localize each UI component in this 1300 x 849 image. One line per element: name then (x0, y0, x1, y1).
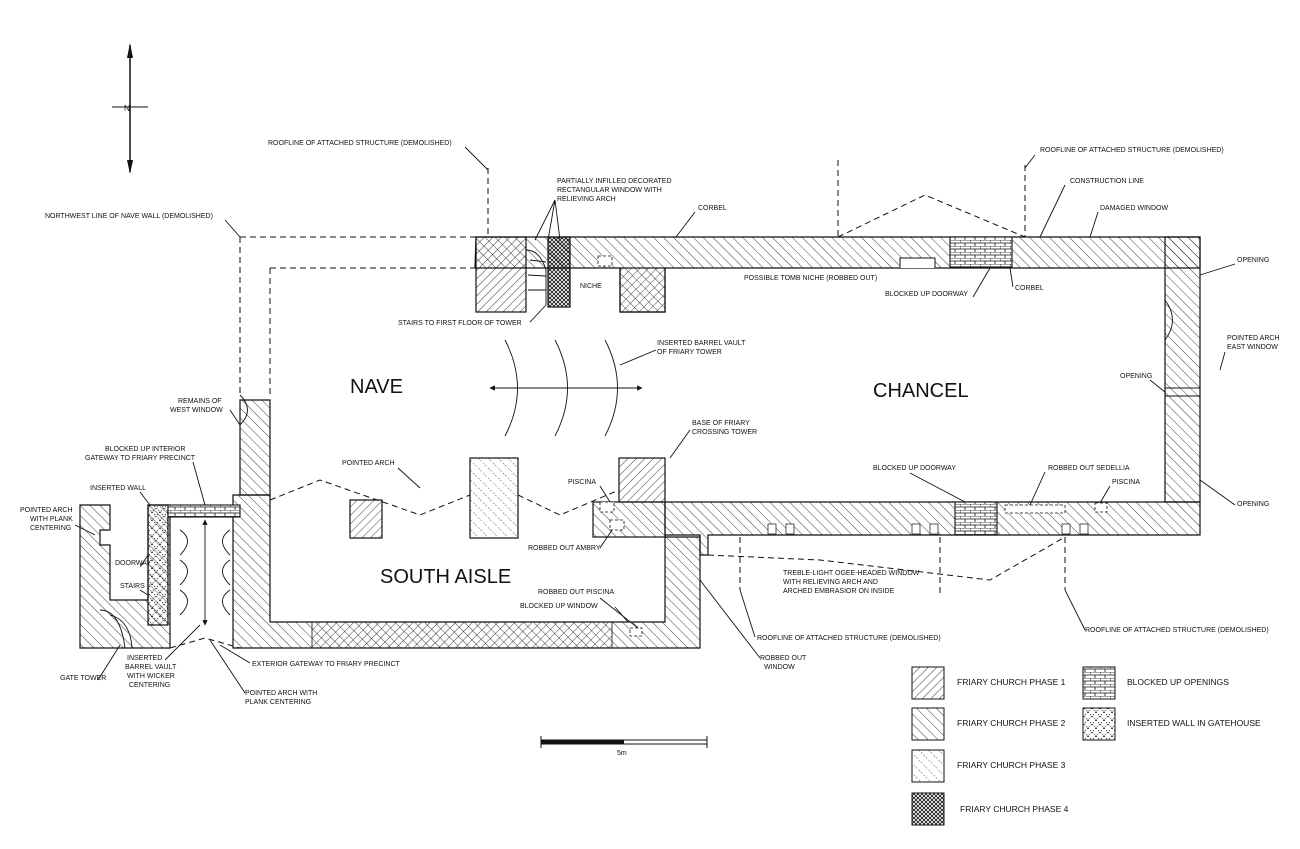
label-barrel-vault-1: INSERTED BARREL VAULT (657, 340, 746, 347)
label-roofline-nw: ROOFLINE OF ATTACHED STRUCTURE (DEMOLISH… (268, 140, 452, 147)
label-window-infilled-1: PARTIALLY INFILLED DECORATED (557, 178, 672, 185)
label-blocked-doorway-n: BLOCKED UP DOORWAY (885, 291, 968, 298)
label-pointed-arch-plank-3: CENTERING (30, 525, 71, 532)
label-nave-wall: NORTHWEST LINE OF NAVE WALL (DEMOLISHED) (45, 213, 213, 220)
label-pointed-arch: POINTED ARCH (342, 460, 395, 467)
label-west-window-1: REMAINS OF (178, 398, 222, 405)
label-piscina-w: PISCINA (568, 479, 596, 486)
label-roofline-ne: ROOFLINE OF ATTACHED STRUCTURE (DEMOLISH… (1040, 147, 1224, 154)
room-south-aisle: SOUTH AISLE (380, 566, 511, 588)
legend-phase1: FRIARY CHURCH PHASE 1 (957, 677, 1066, 687)
label-crossing-tower-1: BASE OF FRIARY (692, 420, 750, 427)
label-blocked-window: BLOCKED UP WINDOW (520, 603, 598, 610)
label-gateway-interior-2: GATEWAY TO FRIARY PRECINCT (85, 455, 196, 462)
label-damaged-window: DAMAGED WINDOW (1100, 205, 1168, 212)
label-sedellia: ROBBED OUT SEDELLIA (1048, 465, 1130, 472)
label-inserted-wall: INSERTED WALL (90, 485, 146, 492)
scale-label: 5m (617, 750, 627, 757)
legend-swatch-phase2 (911, 707, 945, 741)
leader-lines (74, 146, 1236, 694)
label-gate-vault-1: INSERTED (127, 655, 162, 662)
legend-swatch-blocked (1082, 666, 1116, 700)
label-tomb-niche: POSSIBLE TOMB NICHE (ROBBED OUT) (744, 275, 877, 282)
label-doorway: DOORWAY (115, 560, 151, 567)
label-gate-tower: GATE TOWER (60, 675, 106, 682)
room-nave: NAVE (350, 376, 403, 398)
label-opening-e: OPENING (1120, 373, 1152, 380)
label-robbed-ambry: ROBBED OUT AMBRY (528, 545, 601, 552)
label-crossing-tower-2: CROSSING TOWER (692, 429, 757, 436)
label-window-infilled-2: RECTANGULAR WINDOW WITH (557, 187, 662, 194)
label-treble-window-2: WITH RELIEVING ARCH AND (783, 579, 878, 586)
north-arrow: N (112, 43, 148, 174)
room-chancel: CHANCEL (873, 380, 969, 402)
nave-vault (489, 339, 643, 437)
label-niche: NICHE (580, 283, 602, 290)
label-east-window-1: POINTED ARCH (1227, 335, 1280, 342)
legend-swatch-phase4 (911, 792, 945, 826)
legend-swatch-inserted (1082, 707, 1116, 741)
gate-tower (79, 504, 241, 649)
label-pointed-arch-plank-1: POINTED ARCH (20, 507, 73, 514)
church-walls (232, 236, 1201, 649)
label-construction-line: CONSTRUCTION LINE (1070, 178, 1144, 185)
label-east-window-2: EAST WINDOW (1227, 344, 1278, 351)
label-barrel-vault-2: OF FRIARY TOWER (657, 349, 722, 356)
north-label: N (124, 103, 130, 113)
label-robbed-window-2: WINDOW (764, 664, 795, 671)
label-pointed-arch-plank-2: WITH PLANK (30, 516, 73, 523)
legend-phase2: FRIARY CHURCH PHASE 2 (957, 718, 1066, 728)
legend-swatch-phase1 (911, 666, 945, 700)
label-robbed-window-1: ROBBED OUT (760, 655, 807, 662)
label-exterior-gateway: EXTERIOR GATEWAY TO FRIARY PRECINCT (252, 661, 401, 668)
label-gate-vault-2: BARREL VAULT (125, 664, 177, 671)
label-robbed-piscina: ROBBED OUT PISCINA (538, 589, 614, 596)
label-opening-ne: OPENING (1237, 257, 1269, 264)
legend: FRIARY CHURCH PHASE 1 FRIARY CHURCH PHAS… (911, 666, 1261, 826)
label-gate-vault-3: WITH WICKER (127, 673, 175, 680)
label-corbel-n: CORBEL (698, 205, 727, 212)
label-treble-window-1: TREBLE-LIGHT OGEE-HEADED WINDOW (783, 570, 920, 577)
label-stairs: STAIRS (120, 583, 145, 590)
label-stairs-tower: STAIRS TO FIRST FLOOR OF TOWER (398, 320, 522, 327)
legend-phase4: FRIARY CHURCH PHASE 4 (960, 804, 1069, 814)
label-pointed-arch-plank2-1: POINTED ARCH WITH (245, 690, 317, 697)
label-corbel-e: CORBEL (1015, 285, 1044, 292)
label-pointed-arch-plank2-2: PLANK CENTERING (245, 699, 311, 706)
label-opening-se: OPENING (1237, 501, 1269, 508)
dashed-lines (169, 160, 1066, 649)
label-window-infilled-3: RELIEVING ARCH (557, 196, 616, 203)
scale-bar: 5m (540, 736, 708, 757)
legend-inserted: INSERTED WALL IN GATEHOUSE (1127, 718, 1261, 728)
label-piscina-e: PISCINA (1112, 479, 1140, 486)
label-gateway-interior-1: BLOCKED UP INTERIOR (105, 446, 185, 453)
label-blocked-doorway-s: BLOCKED UP DOORWAY (873, 465, 956, 472)
legend-blocked: BLOCKED UP OPENINGS (1127, 677, 1229, 687)
legend-swatch-phase3 (911, 749, 945, 783)
label-gate-vault-4: CENTERING (129, 682, 170, 689)
annotations: ROOFLINE OF ATTACHED STRUCTURE (DEMOLISH… (20, 140, 1280, 706)
label-roofline-s2: ROOFLINE OF ATTACHED STRUCTURE (DEMOLISH… (1085, 627, 1269, 634)
legend-phase3: FRIARY CHURCH PHASE 3 (957, 760, 1066, 770)
label-treble-window-3: ARCHED EMBRASIOR ON INSIDE (783, 588, 895, 595)
label-west-window-2: WEST WINDOW (170, 407, 223, 414)
label-roofline-s1: ROOFLINE OF ATTACHED STRUCTURE (DEMOLISH… (757, 635, 941, 642)
